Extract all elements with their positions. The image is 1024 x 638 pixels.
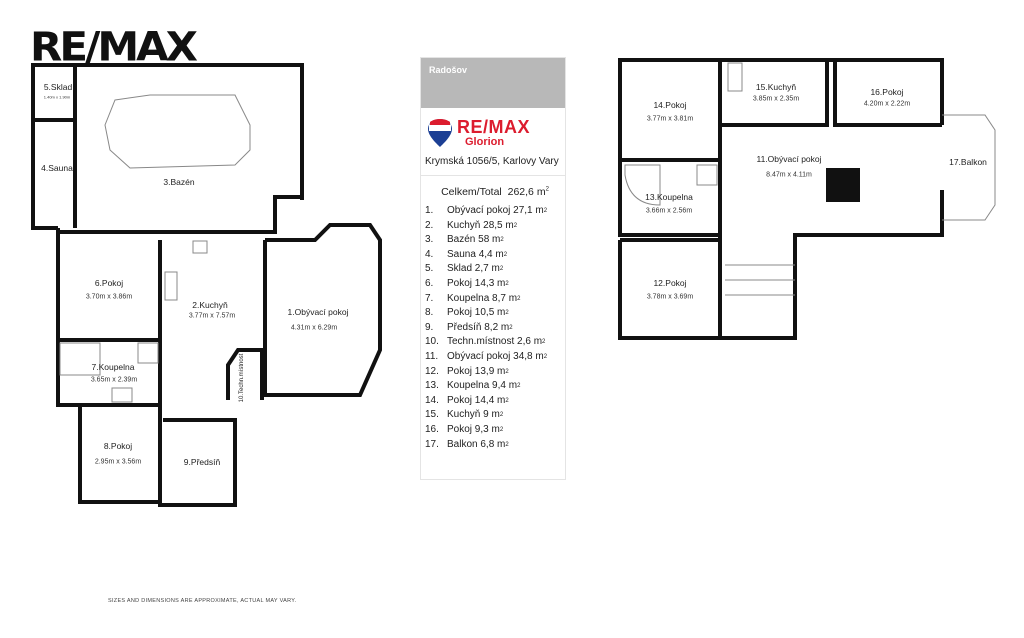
room-number: 10. [425, 336, 439, 348]
room-area-text: Obývací pokoj 27,1 m [447, 205, 544, 216]
room-area-text: Sklad 2,7 m [447, 263, 500, 275]
room-number: 13. [425, 380, 439, 392]
room-dim-kuchyn-2: 3.77m x 7.57m [188, 312, 236, 320]
room-dim-pokoj-16: 4.20m x 2.22m [863, 100, 911, 108]
room-label-pokoj-6: 6.Pokoj [94, 278, 124, 288]
room-number: 8. [425, 307, 434, 319]
room-number: 12. [425, 365, 439, 377]
room-dim-pokoj-8: 2.95m x 3.56m [94, 458, 142, 466]
room-label-pokoj-8: 8.Pokoj [103, 441, 133, 451]
room-dim-sklad: 1.40m x 1.90m [43, 94, 71, 100]
room-area-text: Koupelna 9,4 m [447, 380, 518, 392]
room-dim-koupelna-13: 3.66m x 2.56m [645, 207, 693, 215]
room-label-techn-mistnost: 10.Techn.místnost [239, 353, 245, 403]
upper-floor-details [624, 62, 996, 296]
room-label-kuchyn-2: 2.Kuchyň [192, 300, 228, 310]
room-area-text: Balkon 6,8 m [447, 438, 506, 450]
ground-floor-details [59, 94, 251, 403]
room-label-pokoj-16: 16.Pokoj [870, 87, 904, 97]
room-label-sauna: 4.Sauna [41, 163, 73, 173]
room-dim-koupelna-7: 3.65m x 2.39m [90, 376, 138, 384]
room-label-predsin: 9.Předsíň [183, 457, 221, 467]
room-area-text: Bazén 58 m [447, 234, 501, 246]
address: Krymská 1056/5, Karlovy Vary [421, 148, 565, 176]
panel-header: Radošov [421, 58, 565, 108]
room-area-text: Pokoj 9,3 m [447, 423, 500, 435]
room-number: 5. [425, 263, 434, 275]
total-label: Celkem/Total [441, 186, 502, 198]
disclaimer: SIZES AND DIMENSIONS ARE APPROXIMATE, AC… [108, 598, 297, 604]
room-label-kuchyn-15: 15.Kuchyň [755, 82, 797, 92]
room-area-text: Obývací pokoj 34,8 m [447, 350, 544, 362]
room-label-sklad: 5.Sklad [43, 82, 73, 92]
room-label-obyvaci-pokoj-11: 11.Obývací pokoj [756, 154, 822, 164]
room-number: 4. [425, 248, 434, 260]
remax-balloon-icon [428, 119, 452, 147]
room-area-text: Pokoj 14,3 m [447, 277, 506, 289]
room-number: 17. [425, 438, 439, 450]
room-number: 2. [425, 219, 434, 231]
room-label-bazen: 3.Bazén [163, 177, 195, 187]
room-area-text: Koupelna 8,7 m [447, 292, 518, 304]
room-area-text: Pokoj 13,9 m [447, 365, 506, 377]
room-number: 11. [425, 350, 439, 362]
room-number: 3. [425, 234, 434, 246]
remax-logo: RE/MAX [30, 23, 198, 70]
room-number: 9. [425, 321, 434, 333]
room-number: 1. [425, 205, 434, 216]
room-label-pokoj-14: 14.Pokoj [653, 100, 687, 110]
room-dim-obyvaci-pokoj-11: 8.47m x 4.11m [766, 171, 812, 179]
room-number: 7. [425, 292, 434, 304]
room-area-text: Pokoj 14,4 m [447, 394, 506, 406]
room-label-obyvaci-pokoj-1: 1.Obývací pokoj [287, 307, 349, 317]
room-area-text: Techn.místnost 2,6 m [447, 336, 543, 348]
room-dim-obyvaci-pokoj-1: 4.31m x 6.29m [290, 324, 338, 332]
room-number: 6. [425, 277, 434, 289]
room-area-text: Předsíň 8,2 m [447, 321, 510, 333]
room-number: 16. [425, 423, 439, 435]
info-panel: Radošov RE/MAX Glorion Krymská 1056/5, K… [420, 57, 566, 480]
room-dim-pokoj-6: 3.70m x 3.86m [85, 293, 133, 301]
room-label-koupelna-13: 13.Koupelna [645, 192, 693, 202]
room-area-text: Kuchyň 9 m [447, 409, 500, 421]
room-area-text: Sauna 4,4 m [447, 248, 504, 260]
upper-floor-walls [618, 58, 944, 340]
room-dim-pokoj-14: 3.77m x 3.81m [646, 115, 694, 123]
total-value: 262,6 m [507, 186, 546, 198]
room-label-balkon: 17.Balkon [949, 157, 987, 167]
room-area-text: Kuchyň 28,5 m [447, 219, 514, 231]
room-dim-pokoj-12: 3.78m x 3.69m [646, 293, 694, 301]
room-number: 14. [425, 394, 439, 406]
room-label-pokoj-12: 12.Pokoj [653, 278, 687, 288]
room-area-text: Pokoj 10,5 m [447, 307, 506, 319]
ground-floor-walls [31, 63, 382, 507]
total-area: Celkem/Total 262,6 m2 [441, 186, 549, 198]
brand-block: RE/MAX Glorion [421, 108, 565, 148]
brand-sub: Glorion [465, 136, 505, 148]
brand-name: RE/MAX [457, 117, 531, 137]
room-label-koupelna-7: 7.Koupelna [91, 362, 135, 372]
room-number: 15. [425, 409, 439, 421]
room-dim-kuchyn-15: 3.85m x 2.35m [752, 95, 800, 103]
